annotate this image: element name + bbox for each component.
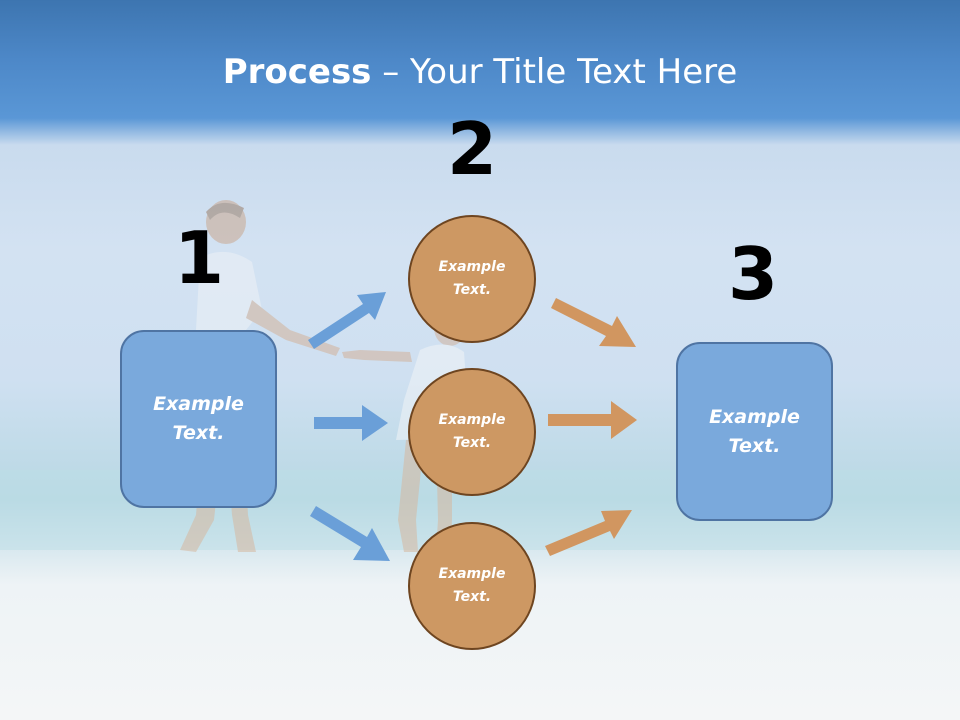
arrow-right: [314, 405, 388, 441]
step-3-box-line1: Example: [709, 405, 800, 428]
slide-title: Process – Your Title Text Here: [0, 52, 960, 92]
circle-bottom-line2: Text.: [452, 589, 492, 605]
circle-middle-line1: Example: [438, 412, 506, 428]
step-number-3: 3: [727, 232, 779, 316]
circle-top-line1: Example: [438, 259, 506, 275]
arrow-right-up: [308, 292, 386, 349]
step-2-circle-middle: Example Text.: [408, 368, 536, 496]
title-rest: – Your Title Text Here: [371, 52, 738, 92]
circle-bottom-line1: Example: [438, 566, 506, 582]
step-number-2: 2: [446, 107, 498, 191]
step-1-box-line2: Text.: [172, 422, 225, 444]
arrow-orange-up: [545, 510, 632, 556]
title-bold: Process: [222, 52, 372, 92]
arrow-orange-right: [548, 401, 637, 439]
step-1-box: Example Text.: [120, 330, 277, 508]
step-2-circle-top: Example Text.: [408, 215, 536, 343]
arrow-right-down: [310, 506, 390, 561]
step-3-box-line2: Text.: [728, 434, 781, 457]
circle-top-line2: Text.: [452, 282, 492, 298]
step-1-box-line1: Example: [153, 393, 244, 415]
blue-arrows: [308, 292, 390, 561]
step-2-circle-bottom: Example Text.: [408, 522, 536, 650]
orange-arrows: [545, 298, 637, 556]
circle-middle-line2: Text.: [452, 435, 492, 451]
step-number-1: 1: [173, 216, 225, 300]
step-3-box: Example Text.: [676, 342, 833, 521]
arrow-orange-down: [551, 298, 636, 347]
